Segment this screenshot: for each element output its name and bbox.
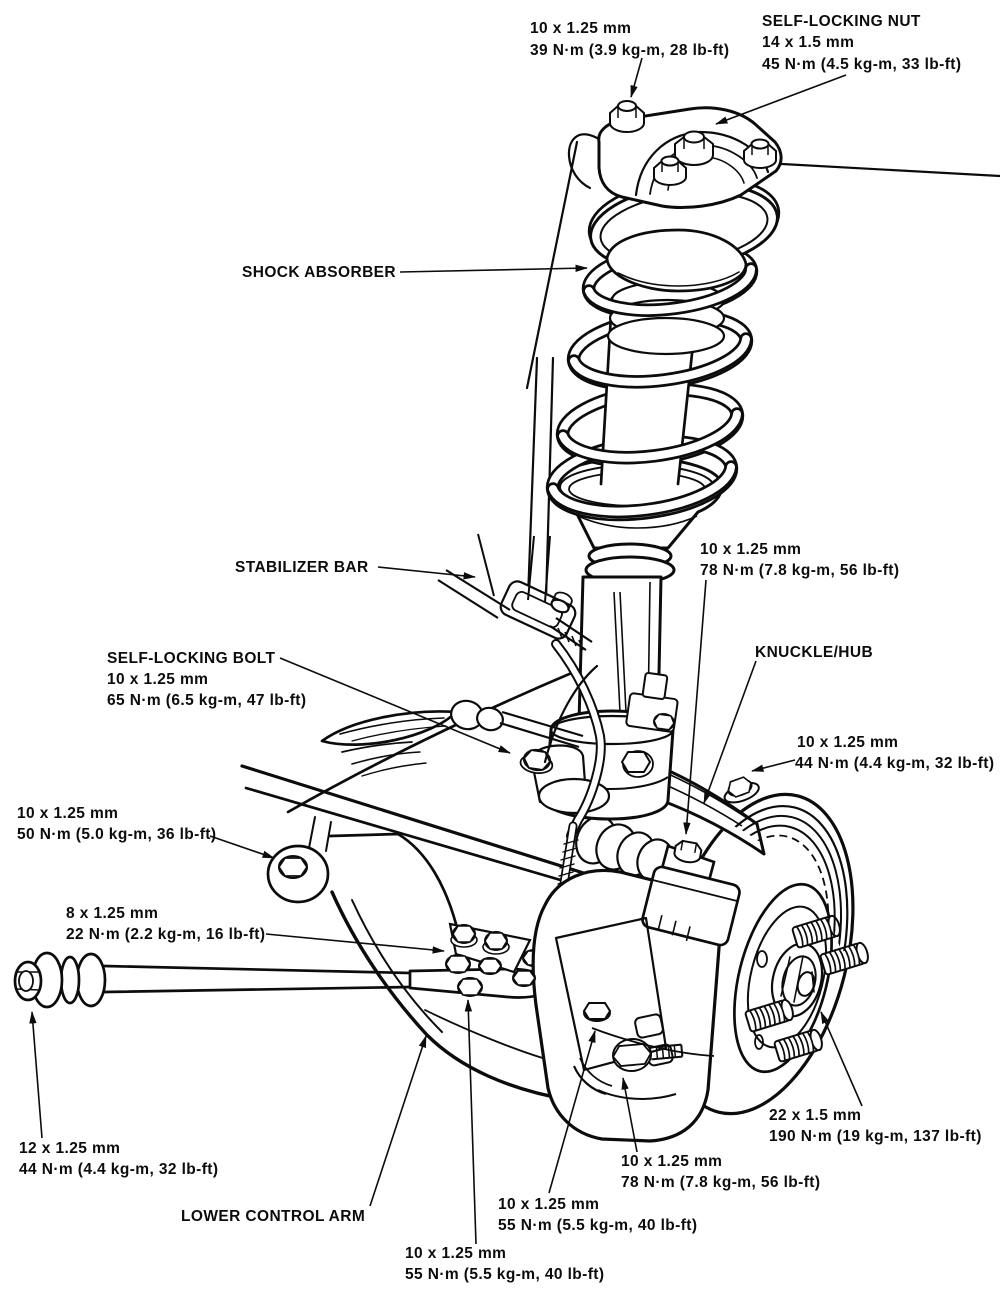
svg-text:STABILIZER BAR: STABILIZER BAR — [235, 559, 369, 576]
svg-text:45 N·m (4.5 kg-m, 33 lb-ft): 45 N·m (4.5 kg-m, 33 lb-ft) — [762, 56, 961, 73]
svg-text:22 N·m (2.2 kg-m, 16 lb-ft): 22 N·m (2.2 kg-m, 16 lb-ft) — [66, 926, 265, 943]
svg-text:44 N·m (4.4 kg-m, 32 lb-ft): 44 N·m (4.4 kg-m, 32 lb-ft) — [795, 755, 994, 772]
svg-text:SELF-LOCKING NUT: SELF-LOCKING NUT — [762, 13, 921, 30]
svg-text:10 x 1.25 mm: 10 x 1.25 mm — [17, 805, 118, 822]
svg-text:8 x 1.25 mm: 8 x 1.25 mm — [66, 905, 158, 922]
svg-text:10 x 1.25 mm: 10 x 1.25 mm — [107, 671, 208, 688]
svg-text:55 N·m (5.5 kg-m, 40 lb-ft): 55 N·m (5.5 kg-m, 40 lb-ft) — [405, 1266, 604, 1283]
svg-text:14 x 1.5 mm: 14 x 1.5 mm — [762, 34, 854, 51]
svg-text:65 N·m (6.5 kg-m, 47 lb-ft): 65 N·m (6.5 kg-m, 47 lb-ft) — [107, 692, 306, 709]
svg-text:44 N·m (4.4 kg-m, 32 lb-ft): 44 N·m (4.4 kg-m, 32 lb-ft) — [19, 1161, 218, 1178]
svg-text:55 N·m (5.5 kg-m, 40 lb-ft): 55 N·m (5.5 kg-m, 40 lb-ft) — [498, 1217, 697, 1234]
svg-text:22 x 1.5 mm: 22 x 1.5 mm — [769, 1107, 861, 1124]
svg-text:SELF-LOCKING BOLT: SELF-LOCKING BOLT — [107, 650, 276, 667]
svg-text:50 N·m (5.0 kg-m, 36 lb-ft): 50 N·m (5.0 kg-m, 36 lb-ft) — [17, 826, 216, 843]
svg-text:39 N·m (3.9 kg-m, 28 lb-ft): 39 N·m (3.9 kg-m, 28 lb-ft) — [530, 42, 729, 59]
svg-text:LOWER CONTROL ARM: LOWER CONTROL ARM — [181, 1208, 365, 1225]
svg-text:SHOCK ABSORBER: SHOCK ABSORBER — [242, 264, 396, 281]
svg-text:10 x 1.25 mm: 10 x 1.25 mm — [498, 1196, 599, 1213]
svg-text:10 x 1.25 mm: 10 x 1.25 mm — [700, 541, 801, 558]
svg-text:190 N·m (19 kg-m, 137 lb-ft): 190 N·m (19 kg-m, 137 lb-ft) — [769, 1128, 982, 1145]
svg-text:10 x 1.25 mm: 10 x 1.25 mm — [797, 734, 898, 751]
svg-text:78 N·m (7.8 kg-m, 56 lb-ft): 78 N·m (7.8 kg-m, 56 lb-ft) — [700, 562, 899, 579]
svg-text:KNUCKLE/HUB: KNUCKLE/HUB — [755, 644, 873, 661]
svg-text:78 N·m (7.8 kg-m, 56 lb-ft): 78 N·m (7.8 kg-m, 56 lb-ft) — [621, 1174, 820, 1191]
svg-text:10 x 1.25 mm: 10 x 1.25 mm — [530, 20, 631, 37]
svg-text:10 x 1.25 mm: 10 x 1.25 mm — [621, 1153, 722, 1170]
svg-text:12 x 1.25 mm: 12 x 1.25 mm — [19, 1140, 120, 1157]
svg-text:10 x 1.25 mm: 10 x 1.25 mm — [405, 1245, 506, 1262]
